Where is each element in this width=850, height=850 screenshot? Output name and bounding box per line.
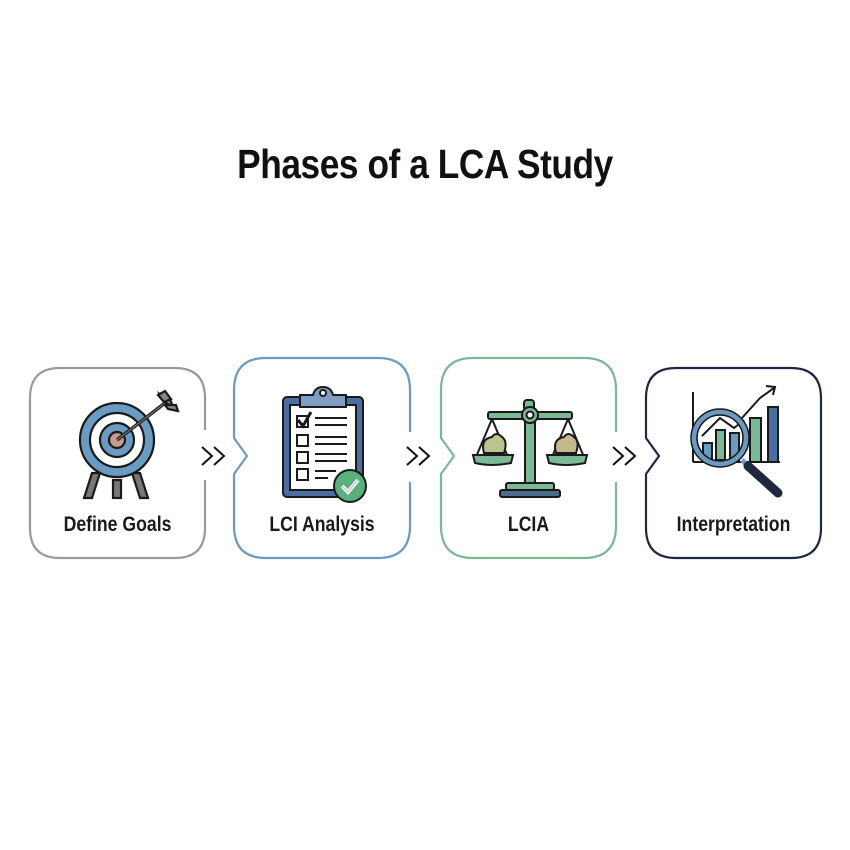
phase-box-interpretation: [644, 366, 823, 560]
phase-box-define-goals: [28, 366, 207, 560]
balance-scale-icon: [471, 399, 589, 498]
phase-box-lcia: [439, 356, 618, 560]
phase-label-lci-analysis: LCI Analysis: [269, 513, 375, 536]
chevrons-icon: [406, 446, 431, 466]
target-icon: [78, 389, 180, 500]
phase-box-lci-analysis: [232, 356, 412, 560]
chevrons-icon: [612, 446, 637, 466]
phase-label-interpretation: Interpretation: [676, 513, 791, 536]
clipboard-checklist-icon: [282, 385, 367, 503]
chevrons-icon: [201, 446, 226, 466]
phase-label-define-goals: Define Goals: [63, 513, 172, 536]
magnifier-chart-icon: [690, 385, 783, 498]
page-title: Phases of a LCA Study: [237, 141, 613, 187]
phase-label-lcia: LCIA: [507, 513, 550, 536]
